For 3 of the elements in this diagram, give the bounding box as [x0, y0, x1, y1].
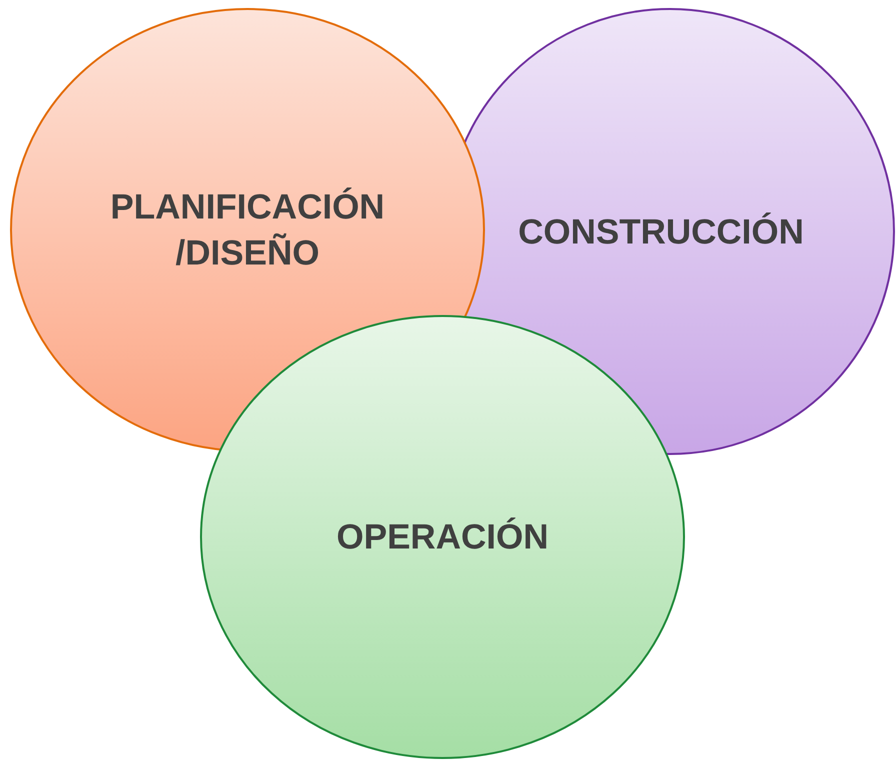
- circle-label: CONSTRUCCIÓN: [517, 210, 805, 253]
- circle-label: OPERACIÓN: [336, 516, 550, 558]
- circle-label: PLANIFICACIÓN /DISEÑO: [109, 186, 386, 274]
